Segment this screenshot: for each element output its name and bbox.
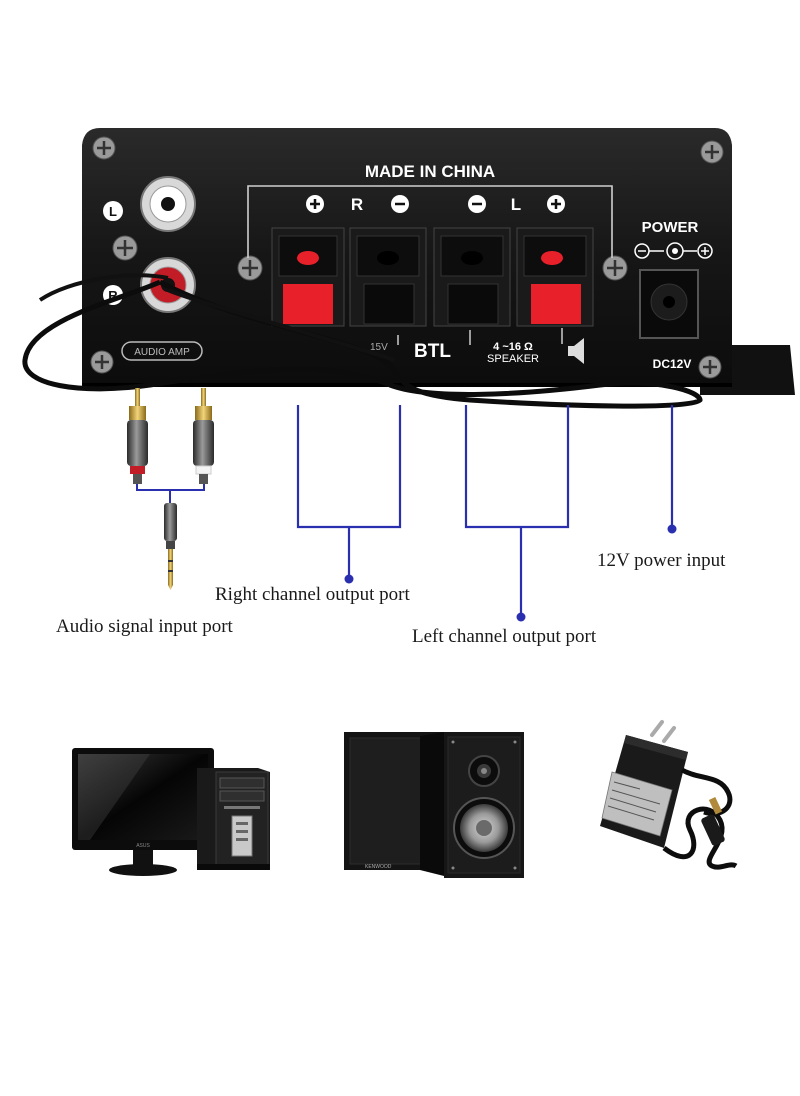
terminal-left-label: L — [511, 195, 521, 214]
rca-plug-white — [193, 388, 214, 484]
speaker-terminal-left-negative[interactable] — [433, 227, 511, 327]
dc-power-jack[interactable] — [639, 269, 699, 339]
rca-plug-red — [127, 388, 148, 484]
channel-l-label: L — [109, 204, 117, 219]
channel-l-badge — [103, 201, 123, 221]
speaker-label: SPEAKER — [487, 353, 539, 365]
brand-badge-text: AUDIO AMP — [134, 347, 190, 358]
speaker-terminal-left-positive[interactable] — [516, 227, 594, 327]
monitor: ASUS — [72, 748, 214, 876]
minus-icon — [391, 195, 409, 213]
left-output-caption: Left channel output port — [412, 626, 597, 647]
screw-icon — [237, 255, 263, 281]
callout-power — [667, 405, 677, 534]
screw-icon — [602, 255, 628, 281]
screw-icon — [90, 350, 114, 374]
impedance-label: 4 ~16 Ω — [493, 341, 533, 353]
made-in-china-label: MADE IN CHINA — [365, 162, 495, 181]
dc12v-label: DC12V — [653, 357, 692, 371]
screw-icon — [700, 140, 724, 164]
monitor-brand: ASUS — [136, 843, 150, 849]
rca-to-aux-cable — [127, 388, 214, 590]
plus-icon — [547, 195, 565, 213]
plus-icon — [306, 195, 324, 213]
speaker-pair: KENWOOD — [344, 732, 524, 878]
plug-prongs — [650, 720, 676, 743]
screw-icon — [92, 136, 116, 160]
rca-cable — [22, 279, 703, 409]
power-input-caption: 12V power input — [597, 550, 726, 571]
power-adapter — [600, 720, 738, 870]
speaker-terminal-right-negative[interactable] — [349, 227, 427, 327]
screw-icon — [698, 355, 722, 379]
computer-device: ASUS — [72, 748, 270, 876]
spec-fragment: 15V — [370, 342, 388, 353]
speaker-terminal-right-positive[interactable] — [271, 227, 345, 327]
terminal-frame — [247, 185, 613, 258]
callout-dot — [344, 574, 354, 584]
callout-dot — [516, 612, 526, 622]
speaker-brand: KENWOOD — [365, 864, 392, 870]
speaker-icon — [561, 328, 584, 364]
speaker-open — [420, 732, 524, 878]
minus-icon — [468, 195, 486, 213]
right-output-caption: Right channel output port — [215, 584, 410, 605]
callout-right-channel — [296, 405, 402, 577]
rca-jack-left[interactable] — [140, 176, 196, 232]
dc-barrel-plug — [701, 797, 725, 846]
audio-input-caption: Audio signal input port — [56, 616, 233, 637]
brand-badge — [121, 341, 203, 361]
channel-r-label: R — [108, 288, 118, 303]
callout-left-channel — [464, 405, 570, 615]
screw-icon — [112, 235, 138, 261]
power-label: POWER — [642, 219, 699, 236]
aux-3-5mm-plug — [164, 503, 177, 590]
amplifier: L R AUDIO AMP MADE IN CHINA R L — [22, 128, 795, 409]
btl-label: BTL — [414, 341, 451, 362]
terminal-right-label: R — [351, 195, 363, 214]
polarity-icon — [634, 242, 713, 260]
desktop-tower — [197, 768, 270, 870]
